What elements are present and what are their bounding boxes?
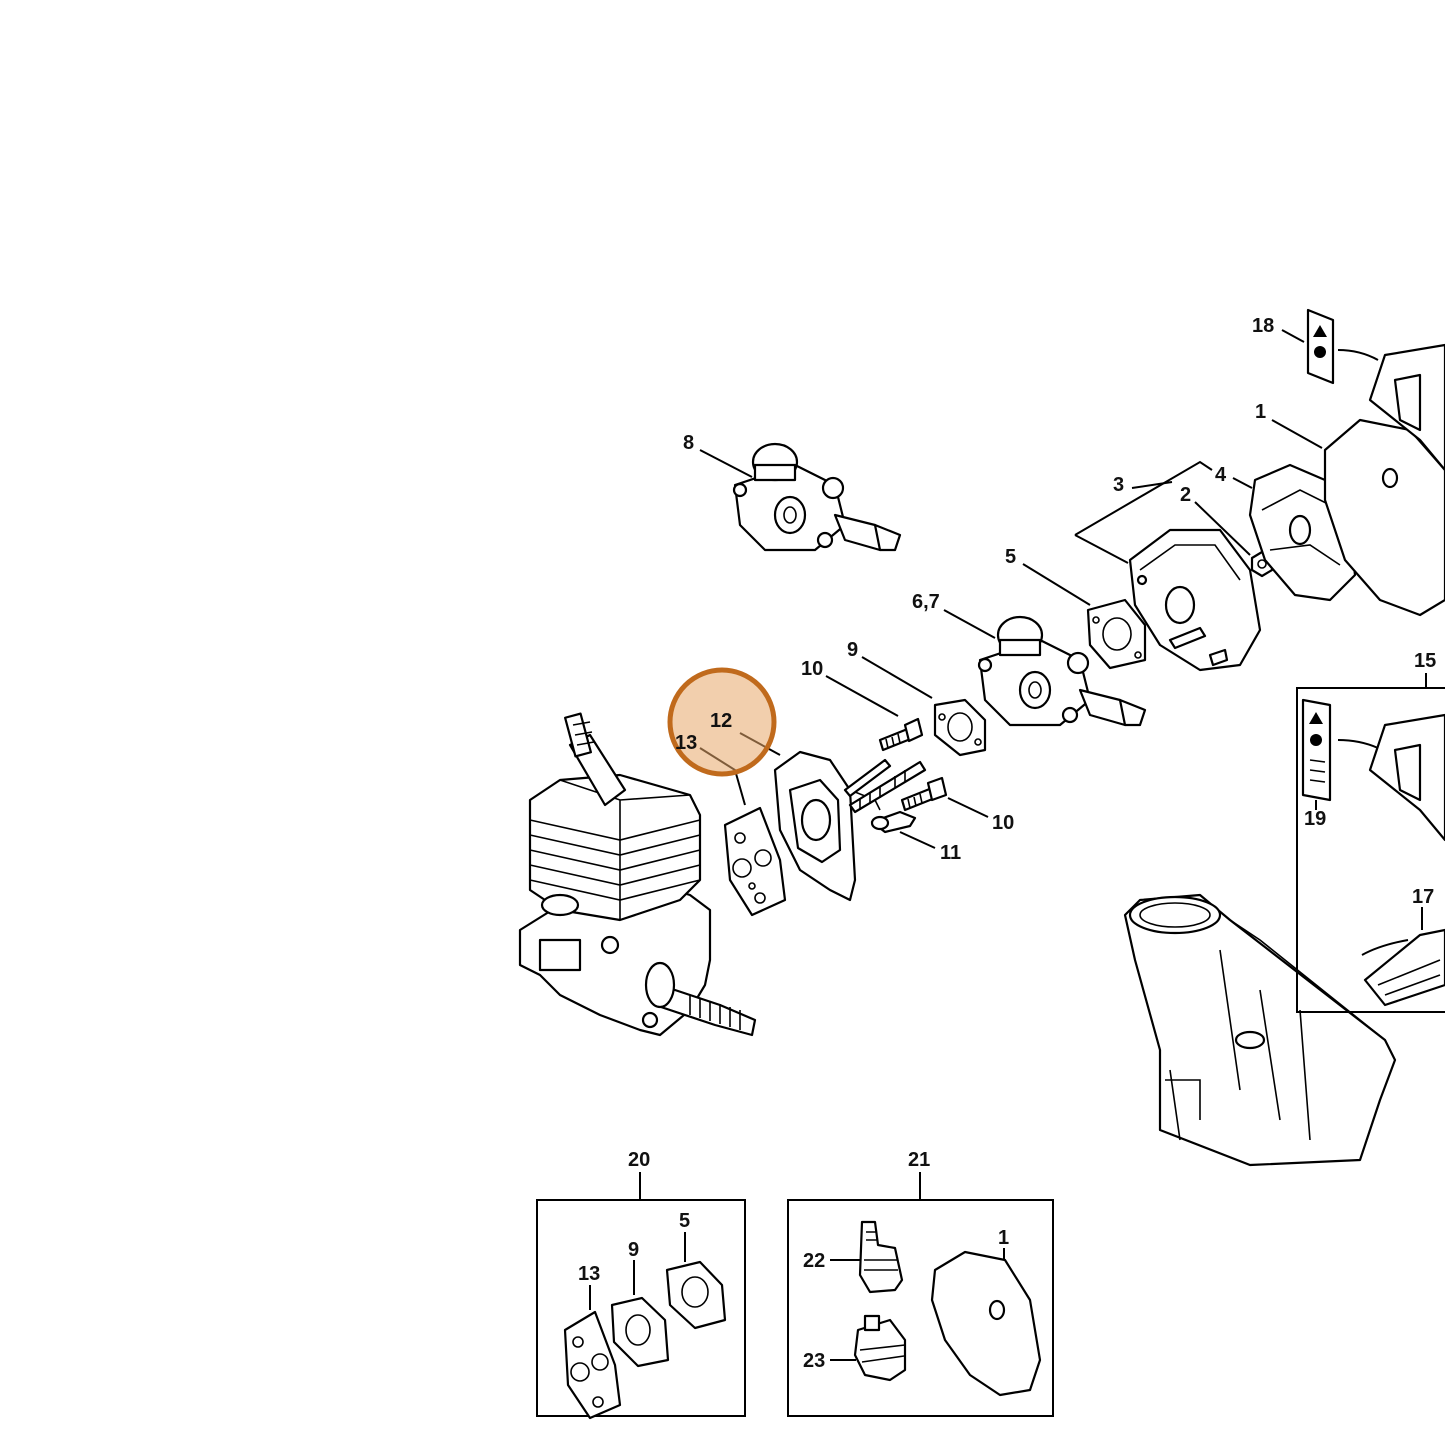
callout-15: 15 <box>1414 650 1436 672</box>
callout-5: 5 <box>1005 546 1016 568</box>
kit-21-contents <box>853 1220 1042 1397</box>
warning-label-18 <box>1306 308 1335 385</box>
callout-3: 3 <box>1113 474 1124 496</box>
callout-20: 20 <box>628 1149 650 1171</box>
callout-9-kit: 9 <box>628 1239 639 1261</box>
leader-lines <box>589 329 1427 1361</box>
air-filter-base <box>1128 528 1262 672</box>
carburetor-6-7 <box>977 615 1147 727</box>
callout-23: 23 <box>803 1350 825 1372</box>
callout-6-7: 6,7 <box>912 591 940 613</box>
callout-11: 11 <box>940 842 961 864</box>
engine-cylinder-assembly <box>518 712 757 1037</box>
callout-17: 17 <box>1412 886 1434 908</box>
filter-base-gasket <box>1086 598 1147 670</box>
screw-upper <box>878 717 924 752</box>
callout-22: 22 <box>803 1250 825 1272</box>
callout-4: 4 <box>1215 464 1227 486</box>
callout-21: 21 <box>908 1149 930 1171</box>
kit-15-box <box>1296 687 1445 1013</box>
shroud-cover-top <box>1368 343 1445 472</box>
carburetor-8 <box>732 442 902 552</box>
kit-20-box <box>536 1199 746 1417</box>
intake-manifold-part <box>773 750 927 902</box>
callout-13: 13 <box>675 732 697 754</box>
callout-10-lower: 10 <box>992 812 1014 834</box>
air-filter-top <box>1323 418 1445 617</box>
intake-gasket <box>723 806 787 917</box>
kit-21-box <box>787 1199 1054 1417</box>
kit-20-contents <box>563 1260 727 1420</box>
callout-1: 1 <box>1255 401 1266 423</box>
highlight-circle <box>667 667 777 777</box>
carburetor-gasket <box>933 698 987 757</box>
callout-labels: 18 1 8 3 4 2 5 6,7 9 10 15 12 13 10 11 1… <box>578 315 1436 1372</box>
callout-5-kit: 5 <box>679 1210 690 1232</box>
callout-1-kit: 1 <box>998 1227 1009 1249</box>
callout-2: 2 <box>1180 484 1191 506</box>
callout-10: 10 <box>801 658 823 680</box>
callout-13-kit: 13 <box>578 1263 600 1285</box>
callout-8: 8 <box>683 432 694 454</box>
screw-lower <box>900 776 948 812</box>
callout-9: 9 <box>847 639 858 661</box>
bracket-part <box>870 810 917 834</box>
callout-12: 12 <box>710 710 732 732</box>
callout-19: 19 <box>1304 808 1326 830</box>
kit-15-contents <box>1301 698 1445 1007</box>
engine-housing <box>1123 893 1397 1167</box>
callout-18: 18 <box>1252 315 1274 337</box>
